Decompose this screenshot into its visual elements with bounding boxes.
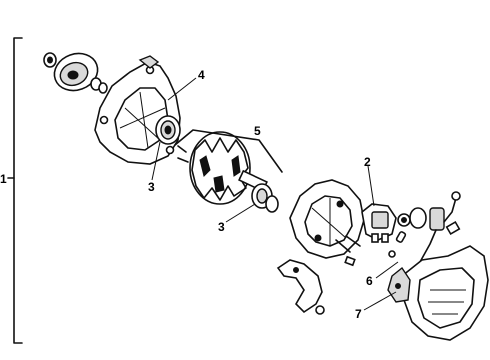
front-bearing: [155, 115, 187, 153]
callout-2: 2: [364, 155, 371, 169]
callout-3-lower: 3: [218, 220, 225, 234]
pulley-assembly: [43, 52, 108, 94]
rotor: [177, 131, 275, 205]
rear-bearing: [251, 183, 279, 213]
callout-6: 6: [366, 274, 373, 288]
callout-1: 1: [0, 172, 7, 186]
mounting-bracket: [276, 259, 325, 315]
rotor-group-bracket: [174, 129, 283, 173]
terminal-hardware: [344, 231, 407, 267]
drive-end-frame: [94, 55, 181, 165]
callout-labels: 1 2 3 3 4 5 6 7: [0, 68, 373, 321]
callout-7: 7: [355, 307, 362, 321]
callout-3-upper: 3: [148, 180, 155, 194]
callout-5: 5: [254, 124, 261, 138]
leader-lines: [151, 77, 399, 311]
rear-cover: [387, 245, 489, 341]
callout-4: 4: [198, 68, 205, 82]
assembly-bracket: [7, 37, 23, 344]
rectifier-assembly: [361, 203, 411, 243]
slip-ring-end-frame: [289, 179, 365, 259]
